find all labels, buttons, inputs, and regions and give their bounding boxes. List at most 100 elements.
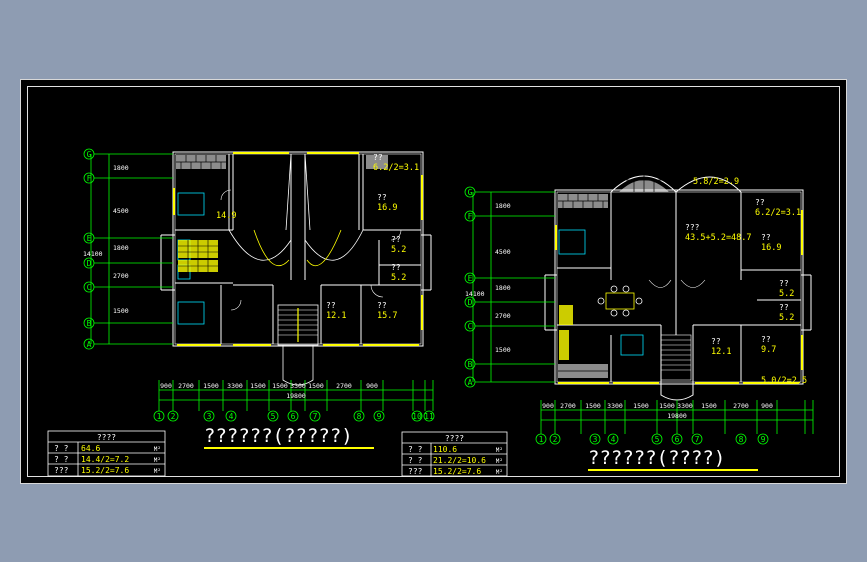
plan_left-row-dim: 1800 xyxy=(113,164,129,172)
plan_left-col-dim: 1500 xyxy=(250,382,266,390)
plan_left-col-bubble-7 xyxy=(309,410,321,422)
plan_left-col-label-9: 9 xyxy=(377,412,382,421)
plan_left-title: ??????(?????) xyxy=(204,425,353,447)
plan_right-summary-unit: M² xyxy=(496,458,503,465)
plan_right-col-label-5: 5 xyxy=(655,435,660,444)
plan_left-col-bubble-5 xyxy=(267,410,279,422)
plan_right-room-name: ??? xyxy=(685,223,700,232)
plan_right-room-area: 43.5+5.2=48.7 xyxy=(685,233,752,243)
plan_right-col-label-6: 6 xyxy=(675,435,680,444)
plan_left-col-bubble-10 xyxy=(411,410,423,422)
plan_left-summary-unit: M² xyxy=(154,457,161,464)
plan_left-col-label-7: 7 xyxy=(313,412,318,421)
plan_left-col-bubble-11 xyxy=(423,410,435,422)
plan_right-col-label-7: 7 xyxy=(695,435,700,444)
plan_left-col-label-11: 11 xyxy=(424,412,434,421)
plan_right-row-label-B: B xyxy=(468,360,473,369)
plan_right-row-bubble-G xyxy=(464,186,476,198)
plan_right-row-bubble-F xyxy=(464,210,476,222)
plan_right-row-bubble-E xyxy=(464,272,476,284)
plan_left-row-dim: 2700 xyxy=(113,272,129,280)
right-plan-stair xyxy=(648,279,706,381)
plan_right-room-area: 5.0/2=2.5 xyxy=(761,376,807,386)
plan_left-row-bubble-B xyxy=(83,317,95,329)
left-plan-hatch-lines xyxy=(176,155,226,169)
plan_right-row-label-C: C xyxy=(468,322,473,331)
plan_right-col-bubble-3 xyxy=(589,433,601,445)
plan_left-row-bubble-D xyxy=(83,257,95,269)
plan_right-col-dim: 900 xyxy=(761,402,773,410)
plan_right-col-dim: 3300 xyxy=(677,402,693,410)
plan_left-row-bubble-C xyxy=(83,281,95,293)
plan_left-summary-label: ??? xyxy=(54,466,69,475)
plan_left-row-dim: 1800 xyxy=(113,244,129,252)
plan_right-summary-value: 110.6 xyxy=(433,445,457,454)
left-plan-stair xyxy=(228,153,364,386)
plan_left-row-bubble-E xyxy=(83,232,95,244)
plan_left-room-area: 12.1 xyxy=(326,311,346,321)
left-plan-walls xyxy=(160,151,432,347)
plan_left-col-bubble-2 xyxy=(167,410,179,422)
plan_right-row-dim: 4500 xyxy=(495,248,511,256)
right-plan-wall-hatch xyxy=(558,180,669,378)
plan_left-col-dim: 3300 xyxy=(290,382,306,390)
plan_right-summary-value: 21.2/2=10.6 xyxy=(433,456,486,465)
plan_left-summary-header: ???? xyxy=(97,433,116,442)
plan_left-col-dim: 900 xyxy=(366,382,378,390)
plan_left-row-bubble-F xyxy=(83,172,95,184)
right-plan-dining xyxy=(597,285,643,317)
plan_left-row-label-B: B xyxy=(87,319,92,328)
plan_right-room-area: 5.2 xyxy=(779,313,794,323)
left-plan-fixtures xyxy=(177,192,205,325)
plan_left-col-label-2: 2 xyxy=(171,412,176,421)
plan_right-room-name: ?? xyxy=(761,335,771,344)
plan_right-col-dim: 3300 xyxy=(607,402,623,410)
plan_right-room-area: 6.2/2=3.1 xyxy=(755,208,801,218)
plan_right-col-label-3: 3 xyxy=(593,435,598,444)
plan_right-col-dim: 1500 xyxy=(633,402,649,410)
plan_left-col-label-10: 10 xyxy=(412,412,422,421)
plan_left-col-label-1: 1 xyxy=(157,412,162,421)
plan_right-col-label-2: 2 xyxy=(553,435,558,444)
plan_right-room-name: ?? xyxy=(779,279,789,288)
plan_left-room-name: ?? xyxy=(377,193,387,202)
right-plan-hatch-lines xyxy=(558,170,662,372)
plan_left-summary-unit: M² xyxy=(154,446,161,453)
plan_left-total-dim: 14100 xyxy=(83,250,103,258)
plan_left-col-label-5: 5 xyxy=(271,412,276,421)
plan_right-col-dim: 1500 xyxy=(659,402,675,410)
plan_right-room-name: ?? xyxy=(755,198,765,207)
plan_left-row-bubble-G xyxy=(83,148,95,160)
plan_right-col-dim: 900 xyxy=(542,402,554,410)
plan_left-col-bubble-6 xyxy=(287,410,299,422)
plan_left-room-area: 5.2 xyxy=(391,245,406,255)
plan_left-room-area: 5.2 xyxy=(391,273,406,283)
plan_left-room-name: ?? xyxy=(377,301,387,310)
plan_left-room-name: ?? xyxy=(373,153,383,162)
plan_right-room-name: ?? xyxy=(779,303,789,312)
plan_left-col-label-8: 8 xyxy=(357,412,362,421)
plan_right-room-area: 5.2 xyxy=(779,289,794,299)
plan_right-row-dim: 1800 xyxy=(495,284,511,292)
plan_right-summary-value: 15.2/2=7.6 xyxy=(433,467,481,476)
plan_right-overall-width: 19800 xyxy=(667,412,687,420)
plan_left-room-name: ?? xyxy=(391,263,401,272)
plan_right-col-label-1: 1 xyxy=(539,435,544,444)
plan_left-summary-value: 15.2/2=7.6 xyxy=(81,466,129,475)
plan_right-row-bubble-C xyxy=(464,320,476,332)
plan_right-summary-unit: M² xyxy=(496,469,503,476)
plan_left-col-dim: 1500 xyxy=(308,382,324,390)
plan_right-room-area: 16.9 xyxy=(761,243,781,253)
right-plan-fixtures xyxy=(558,229,644,356)
plan_right-col-dim: 2700 xyxy=(733,402,749,410)
plan_right-col-label-9: 9 xyxy=(761,435,766,444)
floor-plan-drawing: GFEDCBA180045001800270015001410090027001… xyxy=(47,148,814,477)
plan_right-col-bubble-8 xyxy=(735,433,747,445)
plan_right-row-bubble-D xyxy=(464,296,476,308)
plan_left-col-dim: 900 xyxy=(160,382,172,390)
left-summary-table xyxy=(47,430,166,477)
plan_right-col-bubble-5 xyxy=(651,433,663,445)
plan_right-col-bubble-9 xyxy=(757,433,769,445)
